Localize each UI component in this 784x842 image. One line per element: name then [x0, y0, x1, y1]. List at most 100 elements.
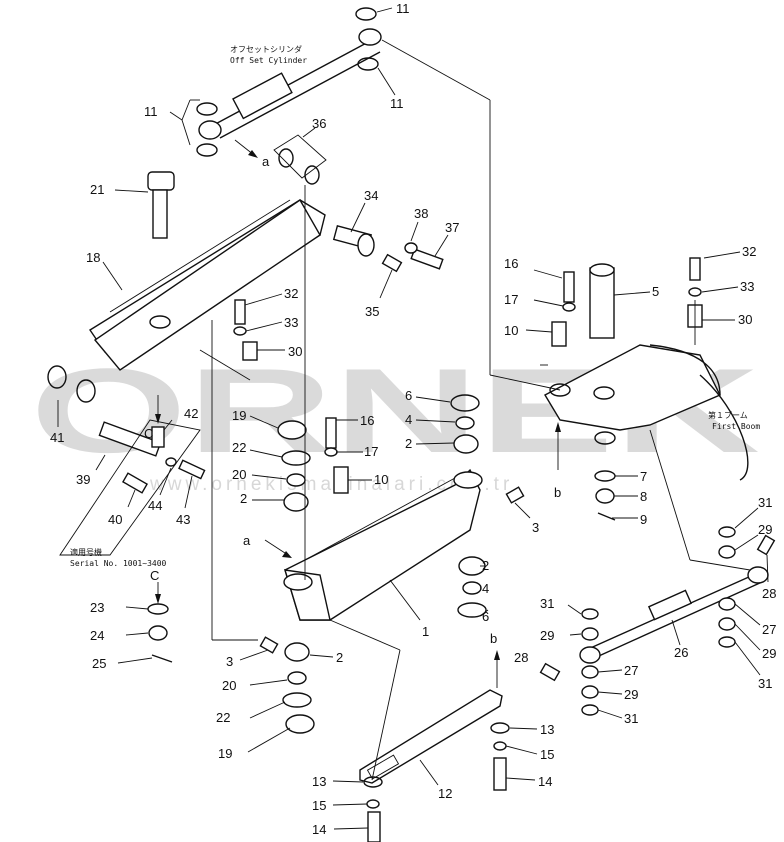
callout-26: 26: [674, 645, 688, 660]
grease-3-left: [259, 636, 279, 654]
callout-34: 34: [364, 188, 378, 203]
grease-3-right: [505, 486, 525, 504]
bolt-16-mid: [325, 417, 337, 449]
washer-44: [165, 457, 177, 467]
callout-2-bottom: 2: [336, 650, 343, 665]
callout-31-a: 31: [758, 495, 772, 510]
callout-16-mid: 16: [360, 413, 374, 428]
callout-14-right: 14: [538, 774, 552, 789]
bushing-2-bottom: [284, 642, 310, 662]
callout-11-right: 11: [390, 96, 404, 111]
bush-27-a: [581, 665, 599, 679]
note-boom-jp: 第１ブーム: [708, 410, 748, 420]
pin-10-mid: [333, 466, 349, 494]
callout-11-top: 11: [396, 1, 410, 16]
washer-31-d: [718, 636, 736, 648]
nut-8: [595, 488, 615, 504]
callout-31-c: 31: [624, 711, 638, 726]
callout-18: 18: [86, 250, 100, 265]
callout-27-b: 27: [762, 622, 776, 637]
callout-15-right: 15: [540, 747, 554, 762]
bushing-19-bottom: [285, 714, 315, 734]
ref-c-detail: C: [144, 426, 153, 441]
callout-43: 43: [176, 512, 190, 527]
bolt-14-right: [493, 757, 507, 791]
callout-19-bottom: 19: [218, 746, 232, 761]
callout-30-left: 30: [288, 344, 302, 359]
pin-10: [551, 321, 567, 347]
callout-29-d: 29: [762, 646, 776, 661]
bolt-37: [410, 248, 444, 270]
callout-31-b: 31: [540, 596, 554, 611]
note-serial-en: Serial No. 1001~3400: [70, 559, 167, 568]
grease-40: [122, 472, 148, 494]
callout-6-top: 6: [405, 388, 412, 403]
washer-31-a: [581, 608, 599, 620]
callout-1: 1: [422, 624, 429, 639]
note-cylinder-jp: オフセットシリンダ: [230, 44, 302, 54]
callout-10-top: 10: [504, 323, 518, 338]
callout-6-right: 6: [482, 609, 489, 624]
washer-38: [404, 242, 418, 254]
ref-c-view: C: [150, 568, 159, 583]
callout-11-left: 11: [144, 104, 158, 119]
callout-22-top: 22: [232, 440, 246, 455]
callout-10-mid: 10: [374, 472, 388, 487]
pin-39: [98, 421, 162, 457]
rod-26: [579, 566, 769, 664]
nut-24: [148, 625, 168, 641]
callout-9: 9: [640, 512, 647, 527]
shim-22-top: [281, 450, 311, 466]
bolt-43: [178, 459, 206, 480]
callout-28-a: 28: [762, 586, 776, 601]
callout-17-mid: 17: [364, 444, 378, 459]
first-boom: [544, 344, 749, 481]
washer-33-left: [233, 326, 247, 336]
note-serial-jp: 適用号機: [70, 547, 102, 557]
shim-22-bottom: [282, 692, 312, 708]
bush-27-b: [718, 597, 736, 611]
grease-28-b: [756, 534, 776, 556]
pin-9: [597, 512, 616, 521]
washer-41b: [76, 379, 96, 403]
callout-3-left: 3: [226, 654, 233, 669]
callout-39: 39: [76, 472, 90, 487]
callout-32-left: 32: [284, 286, 298, 301]
bushing-19-top: [277, 420, 307, 440]
callout-36: 36: [312, 116, 326, 131]
shim-6-top: [450, 394, 480, 412]
callout-41: 41: [50, 430, 64, 445]
callout-37: 37: [445, 220, 459, 235]
callout-17-top: 17: [504, 292, 518, 307]
washer-23: [147, 603, 169, 615]
callout-5: 5: [652, 284, 659, 299]
leader-lines: [57, 7, 769, 830]
callout-30-right: 30: [738, 312, 752, 327]
shim-6-right: [457, 602, 487, 618]
seal-20-top: [286, 473, 306, 487]
bolt-32-right: [689, 257, 701, 281]
callout-33-right: 33: [740, 279, 754, 294]
note-boom-en: First Boom: [712, 422, 760, 431]
link-12: [359, 689, 503, 784]
callout-33-left: 33: [284, 315, 298, 330]
callout-4-right: 4: [482, 581, 489, 596]
offset-bracket: [89, 198, 326, 371]
washer-15-left: [366, 799, 380, 809]
pin-30-left: [242, 341, 258, 361]
seal-4-right: [462, 581, 482, 595]
callout-8: 8: [640, 489, 647, 504]
callout-35: 35: [365, 304, 379, 319]
callout-3-right: 3: [532, 520, 539, 535]
callout-16-top: 16: [504, 256, 518, 271]
callout-20-top: 20: [232, 467, 246, 482]
offset-cylinder: [181, 7, 382, 157]
pin-5: [589, 263, 615, 339]
ref-b-bottom: b: [490, 631, 497, 646]
nut-29-c: [718, 545, 736, 559]
grease-35: [381, 253, 403, 273]
callout-19-top: 19: [232, 408, 246, 423]
callout-40: 40: [108, 512, 122, 527]
callout-12: 12: [438, 786, 452, 801]
